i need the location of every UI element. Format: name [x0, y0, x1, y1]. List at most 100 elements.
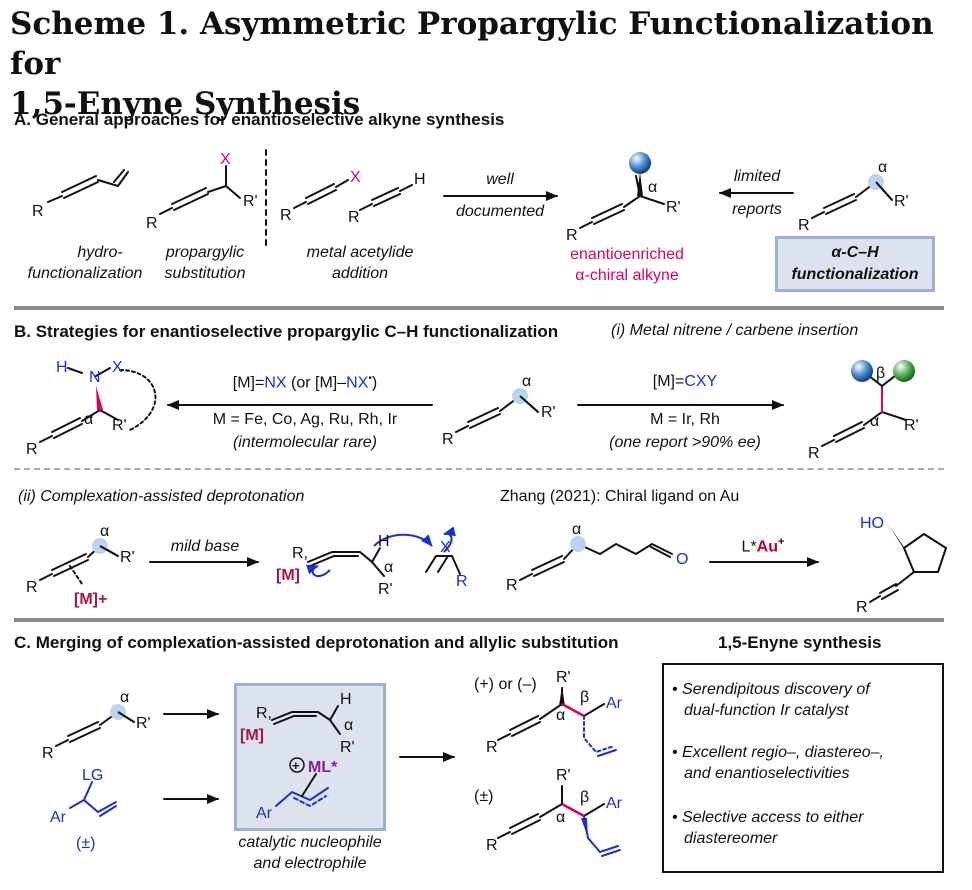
r-acetylide: R: [348, 209, 360, 226]
alpha-product-a: α: [648, 179, 657, 196]
label-well: well: [486, 171, 514, 188]
plus-charge-circle: [289, 757, 305, 773]
label-catalytic-1: catalytic nucleophile: [238, 834, 382, 851]
bullet-2-line2: and enantioselectivities: [684, 765, 850, 782]
rp-center: R': [541, 404, 556, 421]
alpha-ch-box: [775, 236, 935, 292]
r-product-a: R: [566, 227, 578, 244]
lg-c: LG: [82, 767, 103, 784]
blue-sphere-a: [629, 152, 651, 174]
section-b-heading: B. Strategies for enantioselective propa…: [14, 322, 559, 341]
au-metal: Au: [756, 538, 778, 556]
carbene-metal: [M]=: [652, 373, 685, 390]
allenyl-ir: [271, 711, 331, 725]
radical-dot: •: [368, 373, 372, 384]
rp-product-lower: R': [556, 767, 571, 784]
carbene-metals: M = Ir, Rh: [650, 411, 720, 428]
m-ir: [M]: [240, 727, 264, 744]
alpha-product-lower: α: [556, 809, 565, 826]
allenyl-metal: [307, 551, 373, 567]
alpha-ch-substrate: [811, 180, 893, 219]
bullet-3-line2: diastereomer: [684, 830, 778, 847]
h-allenyl: H: [378, 533, 390, 550]
curved-arrow-1: [305, 564, 331, 577]
rp-product-upper: R': [556, 669, 571, 686]
alpha-c: α: [120, 689, 129, 706]
nitrene-note: (intermolecular rare): [232, 434, 378, 451]
m-allenyl: [M]: [276, 567, 300, 584]
rp-ir: R': [340, 739, 355, 756]
au-reagent: L*Au+: [718, 536, 808, 556]
product-upper: [497, 702, 605, 741]
au-ligand: L*: [741, 538, 757, 556]
label-alpha-ch-2: functionalization: [791, 266, 919, 283]
nitrene-close: ): [371, 374, 378, 392]
rp-prop: R': [243, 193, 258, 210]
nitrene-metal: [M]=: [232, 374, 265, 392]
rp-carbene: R': [904, 417, 919, 434]
enyne-hydro: [47, 169, 129, 203]
r-complex: R: [26, 579, 38, 596]
synthesis-summary-box: [662, 663, 944, 873]
r-alpha-ch: R: [798, 217, 810, 234]
label-enantio-2: α-chiral alkyne: [575, 267, 679, 284]
alpha-chiral-alkyne: [579, 194, 665, 229]
r-zhang: R: [506, 577, 518, 594]
label-hydro-2: functionalization: [27, 265, 143, 282]
rp-alpha-ch: R': [894, 193, 909, 210]
section-c-heading: C. Merging of complexation-assisted depr…: [14, 633, 619, 652]
r-nitrene: R: [26, 441, 38, 458]
propargyl-substrate: [159, 165, 241, 215]
bullet-2-line1: • Excellent regio–, diastereo–,: [672, 744, 884, 761]
synthesis-title: 1,5-Enyne synthesis: [718, 633, 882, 652]
r-product-upper: R: [486, 739, 498, 756]
curved-arrow-3: [443, 526, 456, 553]
rp-nitrene: R': [112, 417, 127, 434]
carbene-conditions-line1: [M]=CXY: [585, 373, 785, 391]
label-prop-1: propargylic: [165, 244, 245, 261]
r-ir: R,: [256, 705, 272, 722]
catalyst-box: [234, 683, 386, 831]
nitrene-nx-radical: NX: [346, 374, 369, 392]
label-metal-1: metal acetylide: [306, 244, 414, 261]
alpha-zhang: α: [572, 521, 581, 538]
alpha-center: α: [522, 373, 531, 390]
complexed-alkyne: [39, 544, 119, 581]
pm-substrate: (±): [76, 835, 95, 852]
blue-sphere-b: [851, 360, 873, 382]
beta-product-lower: β: [580, 789, 589, 806]
beta-product-upper: β: [580, 689, 589, 706]
label-plus-or-minus: (+) or (–): [474, 676, 537, 693]
electrophile: [425, 555, 453, 573]
m-plus-complex: [M]+: [74, 591, 107, 608]
title-line-2: 1,5-Enyne Synthesis: [10, 86, 361, 122]
r-product-lower: R: [486, 837, 498, 854]
x-electrophile: X: [440, 539, 451, 556]
label-hydro-1: hydro-: [77, 244, 123, 261]
alpha-nitrene: α: [84, 411, 93, 428]
ho-product: HO: [860, 515, 884, 532]
zhang-label: Zhang (2021): Chiral ligand on Au: [500, 488, 740, 505]
label-prop-2: substitution: [164, 265, 246, 282]
rp-product-a: R': [666, 199, 681, 216]
wedge-nitrene: [96, 386, 103, 410]
section-a-heading: A. General approaches for enantioselecti…: [14, 110, 505, 129]
zhang-substrate: [519, 542, 673, 581]
x-prop: X: [220, 151, 231, 168]
n-nitrene: N: [89, 369, 101, 386]
r-electrophile: R: [456, 573, 468, 590]
product-lower: [497, 802, 605, 839]
curved-arrow-2: [373, 533, 433, 547]
label-mild-base: mild base: [170, 538, 240, 555]
wedge-lower: [581, 818, 588, 838]
r-hydro: R: [32, 203, 44, 220]
bullet-3-line1: • Selective access to either: [672, 809, 864, 826]
label-reports: reports: [732, 201, 782, 218]
r-allenyl: R,: [292, 545, 308, 562]
alpha-complex: α: [100, 523, 109, 540]
rp-complex: R': [120, 549, 135, 566]
alpha-alpha-ch: α: [878, 159, 887, 176]
carbene-product: [821, 410, 907, 447]
label-alpha-ch-1: α-C–H: [831, 244, 879, 261]
alkyne-c: [55, 710, 135, 747]
